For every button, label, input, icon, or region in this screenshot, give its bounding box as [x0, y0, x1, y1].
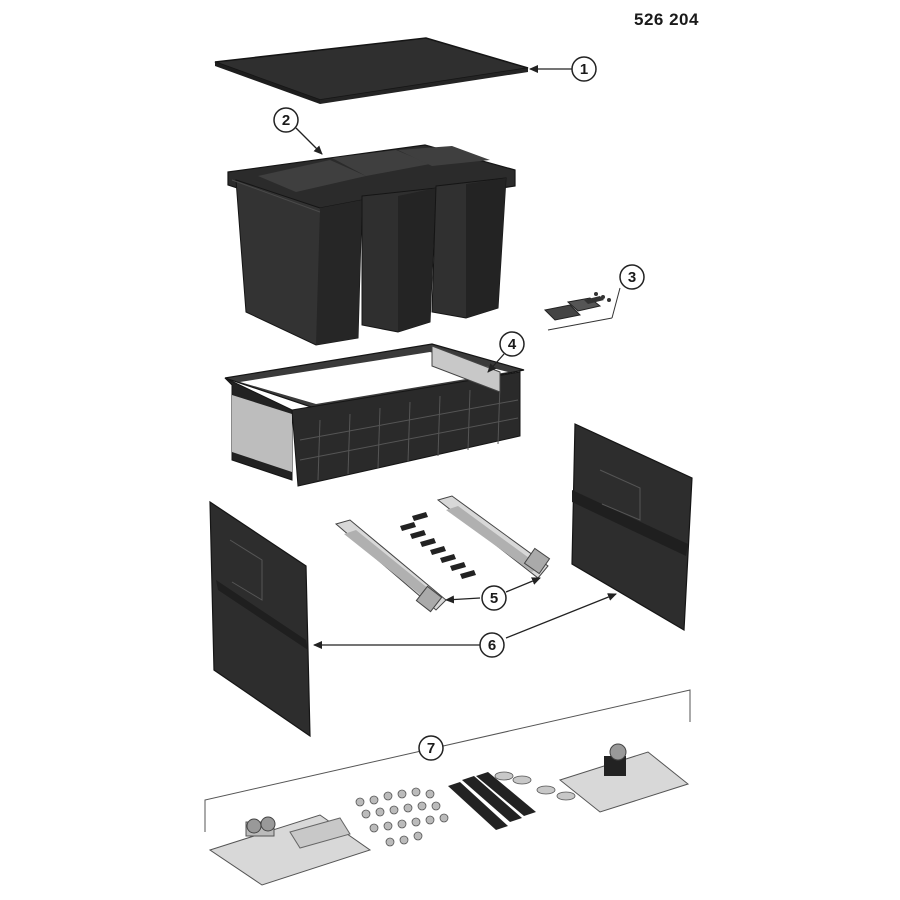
fittings-part [204, 689, 691, 886]
callout-7-number: 7 [427, 740, 435, 757]
side-panel-right-part [571, 423, 693, 632]
waste-bins-part [227, 144, 516, 346]
callout-3-number: 3 [628, 269, 636, 286]
callout-5: 5 [445, 577, 541, 611]
callout-6: 6 [313, 593, 617, 658]
callout-7: 7 [418, 735, 444, 761]
drawer-frame-part [224, 343, 525, 487]
callout-1: 1 [529, 56, 597, 82]
lid-part [214, 37, 529, 104]
article-code: 526 204 [634, 10, 699, 29]
callout-2-number: 2 [282, 112, 290, 129]
callout-3: 3 [619, 264, 645, 290]
pads-part [543, 287, 621, 331]
callout-4: 4 [487, 331, 525, 373]
callout-1-number: 1 [580, 61, 588, 78]
callout-6-number: 6 [488, 637, 496, 654]
callout-2: 2 [273, 107, 323, 155]
callout-5-number: 5 [490, 590, 498, 607]
callout-4-number: 4 [508, 336, 517, 353]
runners-part [334, 495, 551, 613]
side-panel-left-part [209, 500, 311, 738]
